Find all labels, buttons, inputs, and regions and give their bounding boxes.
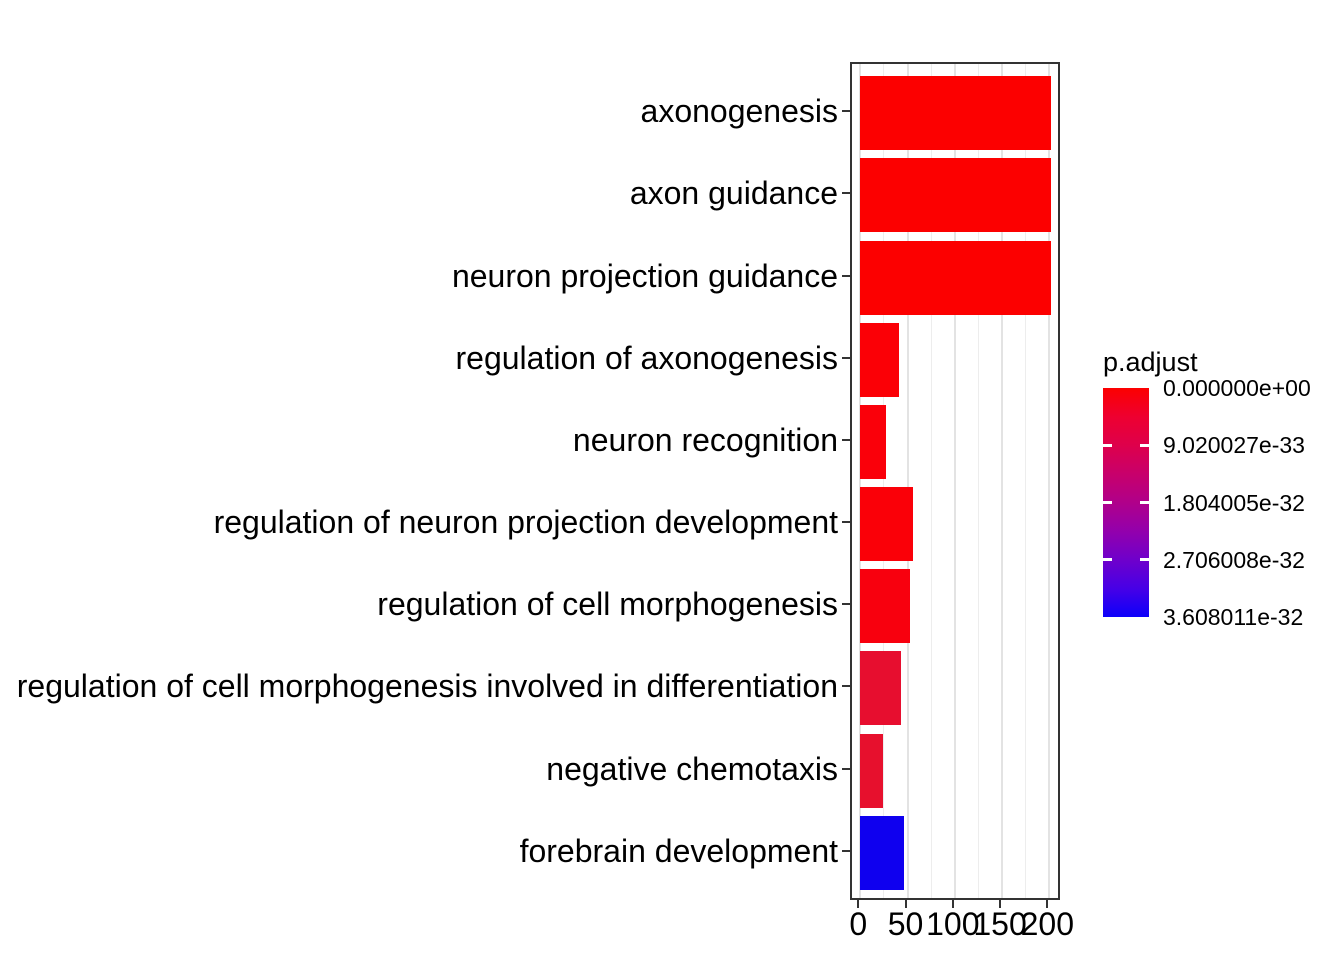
y-tick (842, 192, 850, 195)
y-tick (842, 356, 850, 359)
legend-tick-label: 9.020027e-33 (1163, 432, 1305, 459)
gridline-major (953, 64, 956, 898)
plot-panel (850, 62, 1060, 900)
x-tick (904, 900, 907, 908)
legend-tickmark-right (1140, 501, 1149, 504)
y-axis-label: axon guidance (629, 175, 838, 212)
gridline-major (906, 64, 909, 898)
y-tick (842, 685, 850, 688)
x-tick (1046, 900, 1049, 908)
x-tick (951, 900, 954, 908)
x-tick (999, 900, 1002, 908)
gridline-major (1048, 64, 1051, 898)
x-axis-label: 0 (849, 906, 868, 942)
gridline-minor (930, 64, 932, 898)
x-axis-label: 50 (887, 906, 924, 942)
bar-forebrain-development (860, 815, 904, 890)
y-axis-label: axonogenesis (640, 93, 838, 130)
gridline-minor (1025, 64, 1027, 898)
legend-tick-label: 0.000000e+00 (1163, 375, 1311, 401)
legend-tick-label: 1.804005e-32 (1163, 489, 1305, 516)
y-tick (842, 274, 850, 277)
y-axis-label: regulation of neuron projection developm… (213, 504, 838, 541)
gridline-minor (977, 64, 979, 898)
bar-axon-guidance (860, 158, 1052, 233)
y-tick (842, 849, 850, 852)
y-axis-label: neuron projection guidance (451, 257, 838, 294)
legend-tick-label: 2.706008e-32 (1163, 546, 1305, 573)
bar-neuron-recognition (860, 404, 886, 479)
gridline-major (859, 64, 862, 898)
bar-neuron-projection-guidance (860, 240, 1052, 315)
bar-axonogenesis (860, 76, 1052, 151)
y-tick (842, 110, 850, 113)
legend-tickmark-left (1103, 501, 1112, 504)
bar-regulation-of-neuron-projection-development (860, 487, 914, 562)
legend-tickmark-right (1140, 443, 1149, 447)
gridline-minor (883, 64, 885, 898)
legend-colorbar (1103, 388, 1149, 617)
y-axis-label: neuron recognition (572, 421, 838, 458)
y-tick (842, 767, 850, 770)
bar-regulation-of-cell-morphogenesis-involved-in-differentiation (860, 651, 901, 726)
y-axis-label: regulation of axonogenesis (455, 339, 839, 376)
legend-tick-label: 3.608011e-32 (1163, 604, 1304, 630)
y-axis-label: regulation of cell morphogenesis involve… (16, 668, 838, 705)
x-axis-label: 150 (973, 906, 1027, 942)
y-tick (842, 438, 850, 441)
legend-tickmark-left (1103, 443, 1112, 447)
y-axis-label: regulation of cell morphogenesis (377, 586, 838, 623)
y-axis-label: negative chemotaxis (546, 750, 838, 787)
legend-title: p.adjust (1103, 347, 1198, 377)
legend-tickmark-right (1140, 558, 1149, 562)
y-axis-label: forebrain development (519, 832, 838, 869)
legend-tickmark-left (1103, 558, 1112, 562)
y-tick (842, 603, 850, 606)
x-axis-label: 200 (1020, 906, 1074, 942)
gridline-major (1001, 64, 1004, 898)
x-axis-label: 100 (926, 906, 980, 942)
x-tick (857, 900, 860, 908)
y-tick (842, 521, 850, 524)
bar-regulation-of-axonogenesis (860, 322, 900, 397)
bar-regulation-of-cell-morphogenesis (860, 569, 911, 644)
bar-negative-chemotaxis (860, 733, 883, 808)
